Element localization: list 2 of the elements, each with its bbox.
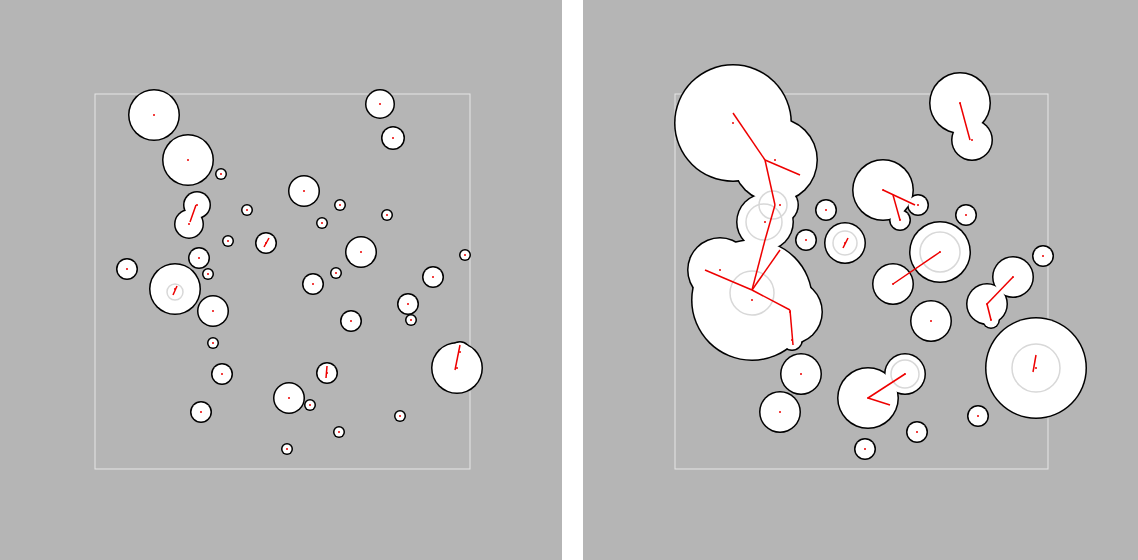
- picture: [583, 0, 1138, 560]
- picture: [0, 0, 562, 560]
